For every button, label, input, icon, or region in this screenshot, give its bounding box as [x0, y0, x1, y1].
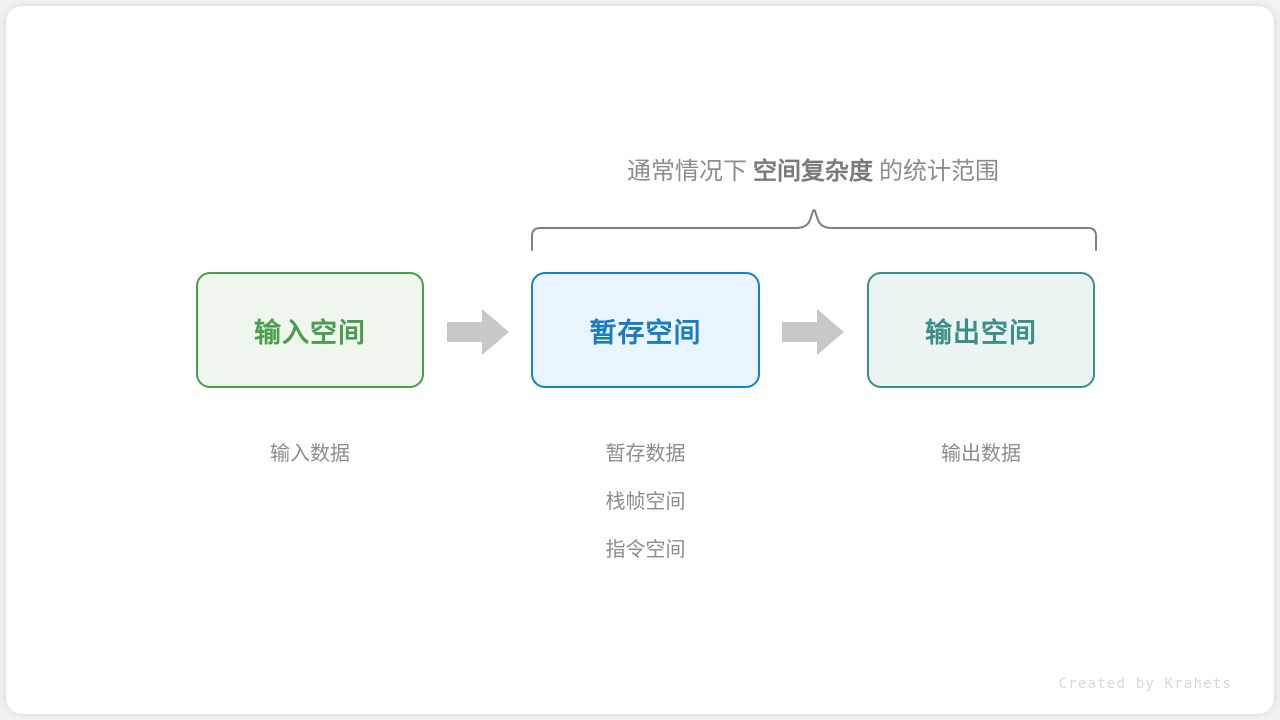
caption-item: 输入数据 [270, 443, 350, 465]
brace-caption: 通常情况下空间复杂度的统计范围 [531, 154, 1095, 190]
watermark-credit: Created by Krahets [1058, 676, 1232, 692]
arrow-right-icon [446, 308, 510, 361]
brace-caption-prefix: 通常情况下 [627, 158, 747, 185]
caption-list-input: 输入数据 [196, 430, 424, 478]
node-label-temp: 暂存空间 [589, 317, 702, 348]
curly-brace-up-icon [524, 202, 1104, 263]
brace-caption-emphasis: 空间复杂度 [753, 158, 873, 185]
caption-list-temp: 暂存数据 栈帧空间 指令空间 [531, 430, 760, 574]
node-label-input: 输入空间 [254, 317, 366, 348]
node-label-output: 输出空间 [925, 317, 1037, 348]
node-box-temp: 暂存空间 [531, 272, 760, 388]
node-box-input: 输入空间 [196, 272, 424, 388]
brace-caption-suffix: 的统计范围 [879, 158, 999, 185]
caption-item: 输出数据 [941, 443, 1021, 465]
node-box-output: 输出空间 [867, 272, 1095, 388]
caption-item: 栈帧空间 [605, 491, 686, 513]
arrow-right-icon [781, 308, 845, 361]
caption-list-output: 输出数据 [867, 430, 1095, 478]
caption-item: 指令空间 [605, 539, 686, 561]
caption-item: 暂存数据 [605, 443, 686, 465]
diagram-card: 通常情况下空间复杂度的统计范围 输入空间 暂存空间 输出空间 [6, 6, 1274, 714]
